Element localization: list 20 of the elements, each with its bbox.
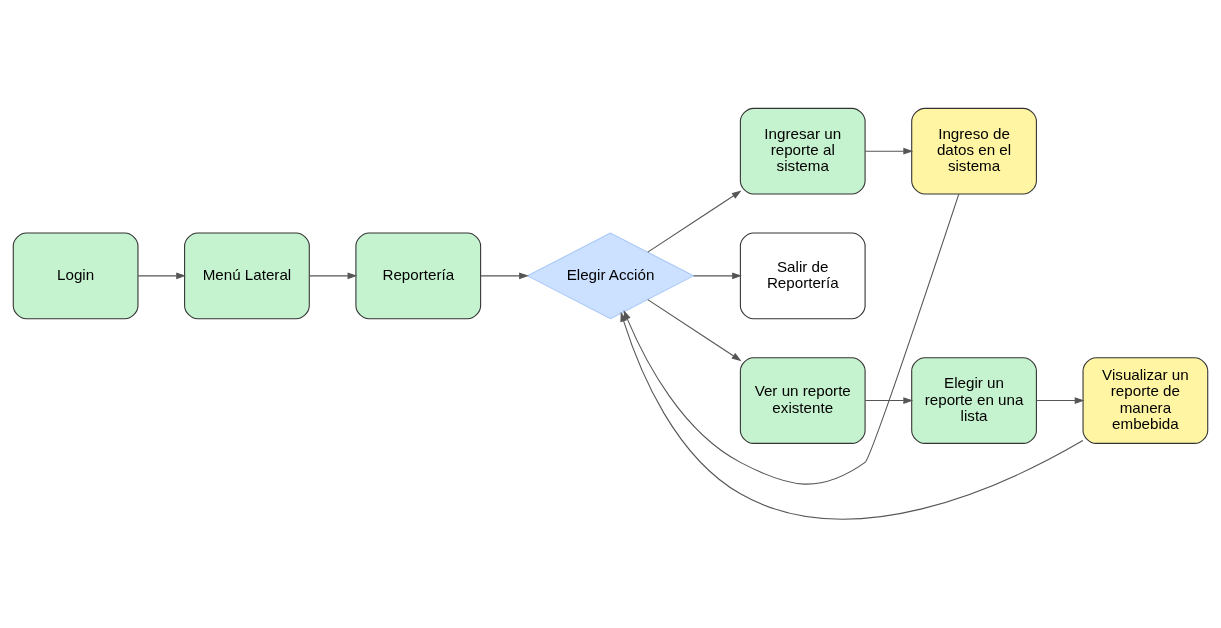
node-box: Elegir un reporte en una lista <box>911 357 1037 444</box>
arrow <box>1036 397 1085 404</box>
arrow <box>864 147 914 155</box>
arrow <box>137 272 186 280</box>
arrow <box>480 272 529 280</box>
node-box: Login <box>12 232 139 320</box>
arrow <box>623 193 960 485</box>
node-box: Ver un reporte existente <box>739 357 866 444</box>
arrow <box>864 397 914 404</box>
node-box: Visualizar un reporte de manera embebida <box>1082 357 1209 444</box>
node-box: Ingresar un reporte al sistema <box>739 107 866 195</box>
node-box: Salir de Reportería <box>739 232 866 320</box>
arrow <box>647 299 742 362</box>
node-box: Ingreso de datos en el sistema <box>911 107 1037 195</box>
node-box: Menú Lateral <box>184 232 310 320</box>
node-box: Reportería <box>355 232 482 320</box>
arrow <box>309 272 358 280</box>
arrow <box>693 272 742 280</box>
arrow <box>620 311 1084 520</box>
arrow <box>647 190 742 253</box>
